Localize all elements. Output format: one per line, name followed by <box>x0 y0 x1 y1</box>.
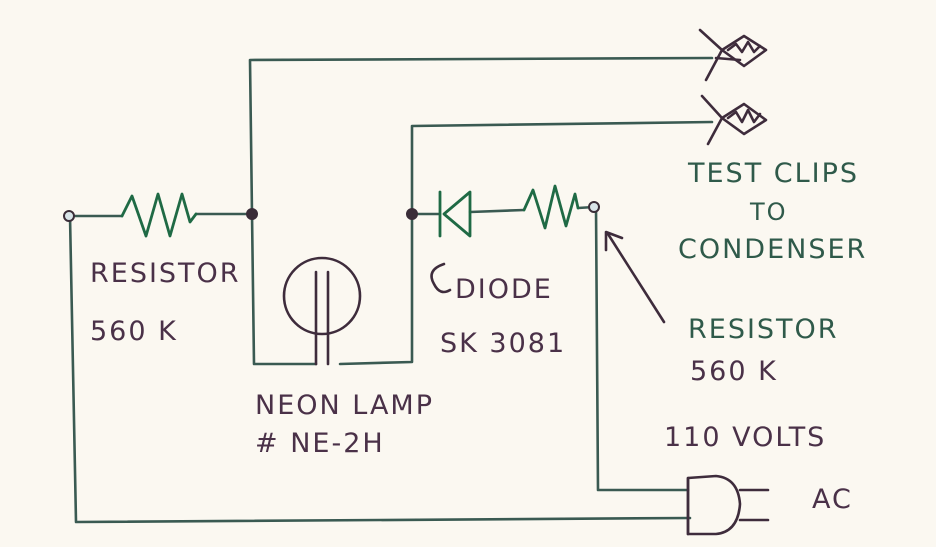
resistor-right-name: RESISTOR <box>688 314 839 345</box>
test-clips-line2: TO <box>749 198 788 226</box>
left-terminal-dot <box>63 210 75 222</box>
test-clips-line3: CONDENSER <box>678 234 867 265</box>
test-clips-line1: TEST CLIPS <box>687 158 859 189</box>
wire-diode-to-resistor <box>468 208 526 214</box>
right-terminal-dot <box>588 201 600 213</box>
diode-symbol <box>438 190 472 238</box>
pointer-arrow <box>604 230 666 324</box>
junction-b-dot <box>406 208 418 220</box>
diode-label-hook <box>430 262 452 294</box>
test-clip-top <box>698 28 768 82</box>
circuit-wires <box>68 56 714 524</box>
wire-junction-a-to-lamp <box>250 212 318 366</box>
ac-label: AC <box>812 484 853 515</box>
wire-lamp-to-junction-b <box>338 212 414 366</box>
neon-lamp-name: NEON LAMP <box>255 390 434 421</box>
resistor-left-value: 560 K <box>90 316 178 347</box>
ac-plug-symbol <box>686 474 770 536</box>
resistor-right-value: 560 K <box>690 356 778 387</box>
left-resistor-symbol <box>120 192 198 238</box>
diode-name: DIODE <box>455 274 553 305</box>
test-clip-lower <box>700 94 768 146</box>
neon-lamp-symbol <box>282 256 362 366</box>
wire-right-terminal-to-plug <box>594 205 690 492</box>
wire-junction-b-to-lower-clip <box>410 120 714 216</box>
wire-left-terminal-to-plug <box>68 214 692 524</box>
neon-lamp-part: # NE-2H <box>255 428 385 459</box>
voltage-label: 110 VOLTS <box>664 422 826 453</box>
junction-a-dot <box>246 208 258 220</box>
right-resistor-symbol <box>522 184 580 230</box>
diode-part: SK 3081 <box>440 328 566 359</box>
resistor-left-name: RESISTOR <box>90 258 241 289</box>
wire-junction-a-to-top-clip <box>248 56 714 216</box>
